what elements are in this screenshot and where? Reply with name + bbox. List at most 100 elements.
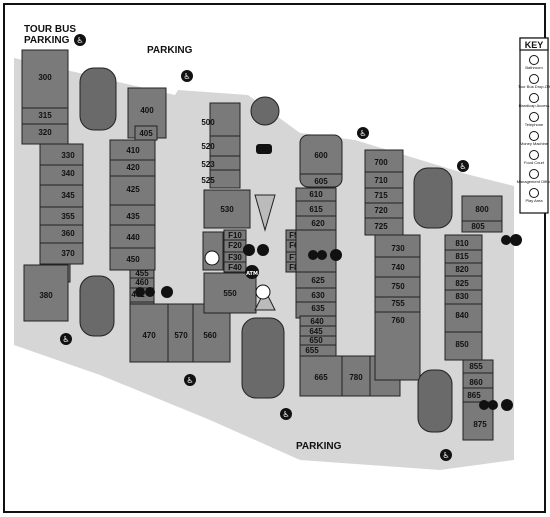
atm-icon [245, 265, 259, 279]
store-label: 635 [311, 304, 325, 313]
store-label: 820 [455, 265, 469, 274]
svg-text:♿: ♿ [459, 162, 466, 171]
store-label: 755 [391, 299, 405, 308]
svg-text:♿: ♿ [282, 410, 289, 419]
tour-bus-parking-label: PARKING [24, 35, 70, 46]
parking-lot [413, 167, 453, 229]
store-label: 740 [391, 263, 405, 272]
store-label: 523 [201, 160, 215, 169]
store-label: 725 [374, 222, 388, 231]
store-label: F30 [228, 253, 242, 262]
tour-bus-parking-label: TOUR BUS [24, 24, 76, 35]
store-label: F20 [228, 241, 242, 250]
store-label: 340 [61, 169, 75, 178]
play-area-icon [204, 250, 220, 266]
store-label: 425 [126, 185, 140, 194]
restroom-icon [135, 287, 145, 297]
store-label: 420 [126, 163, 140, 172]
store-block-470[interactable] [129, 303, 231, 363]
store-label: 645 [309, 327, 323, 336]
restroom-icon [529, 55, 539, 65]
key-item-label: Money Machine [520, 141, 549, 146]
store-label: 360 [61, 229, 75, 238]
store-label: 780 [349, 373, 363, 382]
store-label: 825 [455, 279, 469, 288]
store-label: 655 [305, 346, 319, 355]
store-column-730[interactable] [374, 234, 421, 381]
store-label: 600 [314, 151, 328, 160]
management-icon [529, 169, 539, 179]
svg-text:♿: ♿ [186, 376, 193, 385]
skylight [254, 288, 276, 311]
store-label: 450 [126, 255, 140, 264]
parking-lot [417, 369, 453, 433]
handicap-icon [357, 127, 369, 139]
store-label: 855 [469, 362, 483, 371]
store-label: 810 [455, 239, 469, 248]
key-item-label: Telephone [525, 122, 544, 127]
store-label: 805 [471, 222, 485, 231]
parking-lot [79, 275, 115, 337]
restroom-icon [488, 400, 498, 410]
west-wing: 300 315 320 330 340 345 355 360 370 375 … [21, 49, 117, 337]
store-label: 720 [374, 206, 388, 215]
svg-text:♿: ♿ [442, 451, 449, 460]
key-item-label: Handicap Access [519, 103, 550, 108]
handicap-icon [74, 34, 86, 46]
store-800[interactable] [461, 195, 503, 233]
parking-label-top: PARKING [147, 45, 193, 56]
store-380[interactable] [23, 264, 69, 322]
handicap-icon [440, 449, 452, 461]
store-column-810[interactable] [444, 234, 483, 361]
store-label: 530 [220, 205, 234, 214]
key-title: KEY [525, 40, 544, 50]
store-label: 750 [391, 282, 405, 291]
key-item-label: Play Area [525, 198, 543, 203]
store-label: 815 [455, 252, 469, 261]
management-icon [243, 244, 255, 256]
handicap-icon [529, 93, 539, 103]
handicap-icon [457, 160, 469, 172]
store-label: 355 [61, 212, 75, 221]
food-court-icon [257, 244, 269, 256]
telephone-icon [529, 112, 539, 122]
store-550[interactable] [203, 272, 257, 314]
restroom-icon [145, 287, 155, 297]
play-area-icon [529, 188, 539, 198]
store-label: 610 [309, 190, 323, 199]
store-label: 345 [61, 191, 75, 200]
svg-text:♿: ♿ [62, 335, 69, 344]
store-label: 300 [38, 73, 52, 82]
parking-lot [79, 67, 117, 131]
center-court: 500 520 523 525 530 F10 F20 F30 F40 550 … [201, 96, 307, 399]
restroom-icon [308, 250, 318, 260]
key-item-label: Tour Bus Drop-Off [518, 84, 550, 89]
key-item-label: Food Court [524, 160, 545, 165]
store-column-500[interactable] [209, 102, 241, 189]
store-label: 410 [126, 146, 140, 155]
svg-text:♿: ♿ [76, 36, 83, 45]
store-label: 620 [311, 219, 325, 228]
store-label: 710 [374, 176, 388, 185]
wing-700: 700 710 715 720 725 730 740 750 755 760 [364, 149, 453, 433]
store-label: 570 [174, 331, 188, 340]
key-item-label: Bathroom [525, 65, 543, 70]
telephone-icon [161, 286, 173, 298]
store-label: 730 [391, 244, 405, 253]
store-530[interactable] [203, 189, 251, 229]
store-label: 320 [38, 128, 52, 137]
store-column-330[interactable] [39, 143, 84, 265]
store-label: 650 [309, 336, 323, 345]
fountain [250, 96, 280, 126]
store-label: 525 [201, 176, 215, 185]
store-label: 625 [311, 276, 325, 285]
store-label: 715 [374, 191, 388, 200]
store-label: 760 [391, 316, 405, 325]
store-label: 850 [455, 340, 469, 349]
key-item-label: Management Office [517, 179, 550, 184]
store-label: 640 [310, 317, 324, 326]
svg-text:♿: ♿ [359, 129, 366, 138]
handicap-icon [181, 70, 193, 82]
